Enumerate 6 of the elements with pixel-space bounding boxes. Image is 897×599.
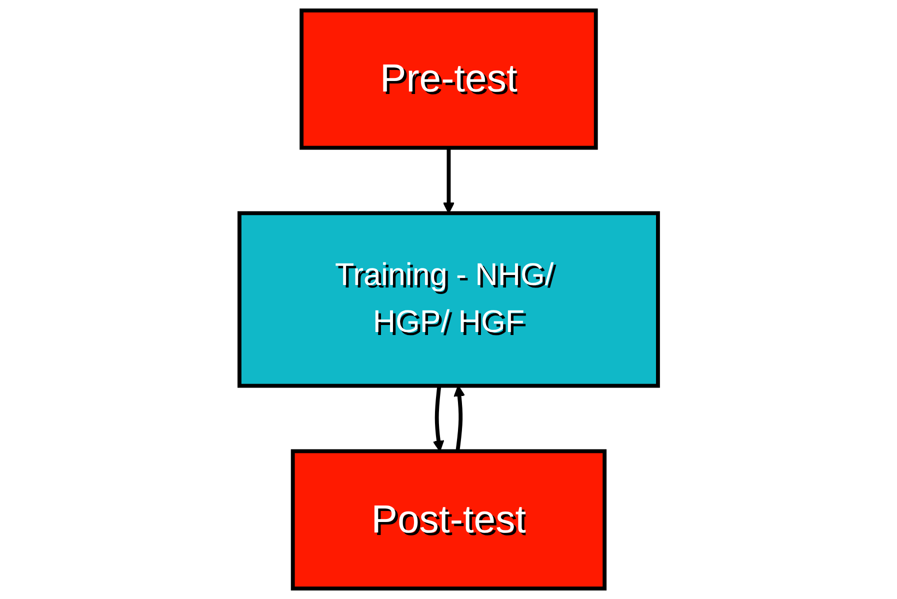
arrow	[453, 385, 465, 452]
arrow	[432, 386, 444, 452]
node-box: Training - NHG/ HGP/ HGF	[237, 211, 660, 388]
node-box: Post-test	[290, 449, 606, 590]
arrow	[442, 148, 454, 214]
node-box: Pre-test	[299, 8, 598, 150]
